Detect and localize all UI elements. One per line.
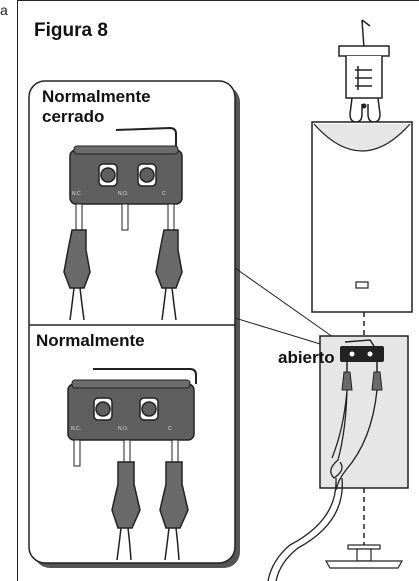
terminal-label-no-top: N.O. xyxy=(118,191,128,197)
label-normally-open-line2: abierto xyxy=(278,348,335,367)
corner-letter: a xyxy=(0,2,8,18)
zoom-line-top xyxy=(234,267,341,343)
switch-normally-closed xyxy=(63,126,183,321)
terminal-label-nc-bottom: N.C. xyxy=(71,426,81,432)
terminal-label-nc-top: N.C. xyxy=(72,191,82,197)
terminal-label-c-bottom: C xyxy=(168,426,172,432)
label-normally-open-line1: Normalmente xyxy=(36,331,145,350)
label-normally-closed-line1: Normalmente xyxy=(42,87,151,106)
terminal-label-c-top: C xyxy=(162,191,166,197)
terminal-label-no-bottom: N.O. xyxy=(118,426,128,432)
figure-frame xyxy=(17,0,419,581)
label-normally-closed-line2: cerrado xyxy=(42,107,105,126)
switch-normally-open xyxy=(67,368,197,561)
figure-title: Figura 8 xyxy=(34,20,108,41)
bracket-assembly xyxy=(267,19,413,581)
